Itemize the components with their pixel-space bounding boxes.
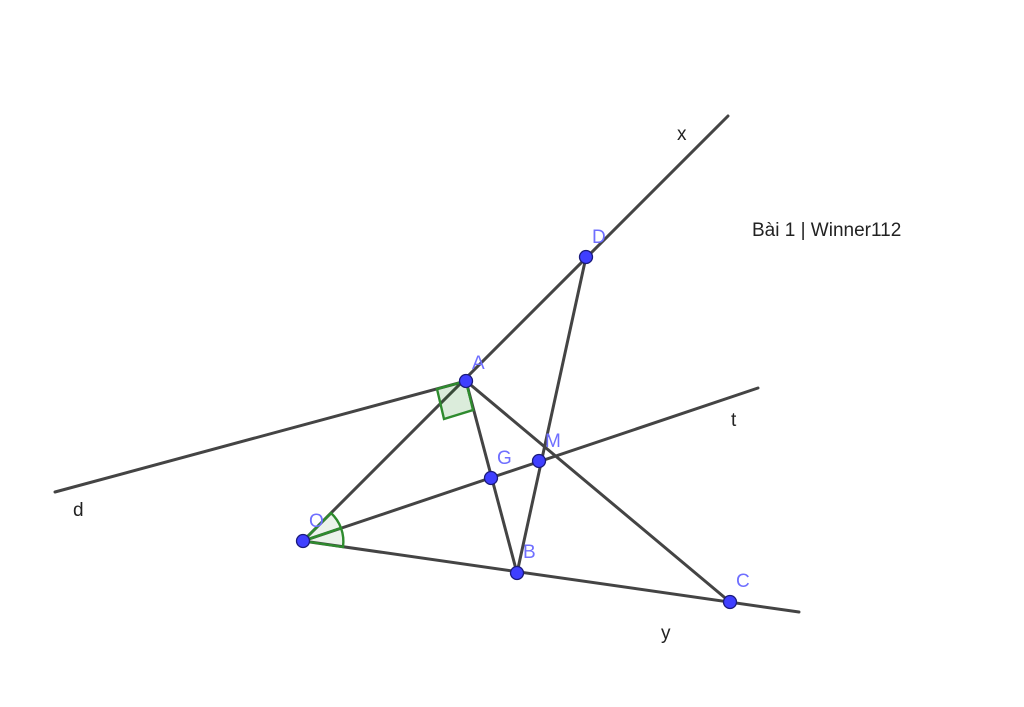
ray-ox — [301, 114, 730, 543]
label-t: t — [731, 410, 737, 431]
point-a[interactable] — [458, 373, 474, 389]
label-d: d — [73, 500, 84, 521]
point-c[interactable] — [722, 594, 738, 610]
segment-ac — [464, 379, 732, 604]
ray-oy — [301, 539, 801, 614]
point-b[interactable] — [509, 565, 525, 581]
label-y: y — [661, 623, 671, 644]
right-angle-marker — [435, 379, 475, 421]
caption-text: Bài 1 | Winner112 — [752, 220, 902, 241]
label-x: x — [677, 124, 687, 145]
label-c: C — [736, 571, 750, 592]
ray-ot — [301, 386, 760, 543]
label-m: M — [545, 431, 561, 452]
point-d[interactable] — [578, 249, 594, 265]
segment-db — [515, 255, 588, 575]
label-o: O — [309, 511, 324, 532]
label-a: A — [472, 353, 485, 374]
label-d: D — [592, 227, 606, 248]
point-g[interactable] — [483, 470, 499, 486]
label-g: G — [497, 448, 512, 469]
line-d — [53, 379, 468, 494]
angle-marker-toy — [302, 526, 345, 549]
point-m[interactable] — [531, 453, 547, 469]
point-o[interactable] — [295, 533, 311, 549]
label-b: B — [523, 542, 536, 563]
